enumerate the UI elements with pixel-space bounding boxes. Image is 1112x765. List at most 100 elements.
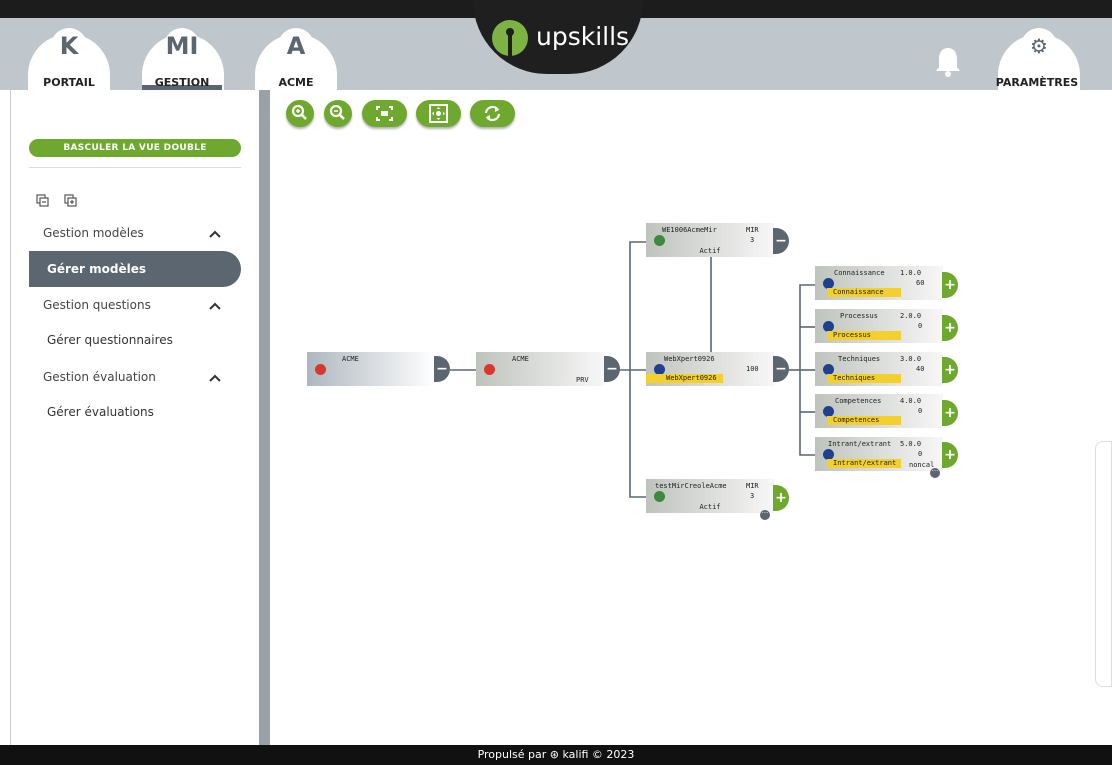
menu-item-gerer-modeles[interactable]: Gérer modèles [29, 251, 241, 287]
sidebar-splitter[interactable] [259, 90, 270, 745]
side-panel-handle[interactable] [1095, 441, 1112, 687]
node-num: 0 [918, 407, 923, 415]
tab-acme-letter: A [278, 28, 314, 64]
node-num: 60 [916, 279, 925, 287]
node-num: 100 [746, 365, 759, 373]
org-icon [484, 364, 495, 375]
node-version: 5.0.0 [900, 440, 922, 448]
node-title: Techniques [838, 355, 881, 363]
chevron-up-icon[interactable] [208, 301, 222, 311]
node-title: ACME [342, 355, 359, 363]
logo-text: upskills [536, 22, 630, 51]
category-icon [823, 278, 834, 289]
tab-settings-label: PARAMÈTRES [995, 76, 1079, 89]
tree-node-processus[interactable]: Processus 2.0.0 0 Processus [815, 309, 943, 343]
menu-group-gestion-questions[interactable]: Gestion questions [43, 298, 151, 312]
node-extra: noncal [909, 461, 935, 469]
node-code: MIR [746, 482, 759, 490]
node-version: 4.0.0 [900, 397, 922, 405]
node-title: Intrant/extrant [828, 440, 892, 448]
more-icon[interactable]: ··· [760, 510, 770, 520]
tree-node-techniques[interactable]: Techniques 3.0.0 40 Techniques [815, 352, 943, 386]
category-icon [823, 321, 834, 332]
expand-toggle[interactable]: + [773, 485, 789, 511]
fit-screen-button[interactable] [362, 100, 407, 127]
tab-gestion-label: GESTION [154, 76, 210, 89]
collapse-toggle[interactable]: − [604, 356, 620, 382]
node-tag: Connaissance [827, 288, 901, 297]
node-title: Processus [840, 312, 878, 320]
tree-node-webxpert[interactable]: WebXpert0926 100 WebXpert0926 [646, 352, 774, 386]
sidebar [11, 90, 259, 745]
tree-node-acme-root[interactable]: ACME [307, 352, 435, 386]
node-tag: WebXpert0926 [646, 374, 723, 383]
node-num: 3 [750, 236, 755, 244]
node-version: 2.0.0 [900, 312, 922, 320]
tab-acme-label: ACME [278, 76, 314, 89]
category-icon [823, 364, 834, 375]
node-title: WE1006AcmeMir [662, 226, 717, 234]
node-version: 3.0.0 [900, 355, 922, 363]
zoom-in-button[interactable] [286, 100, 314, 127]
tree-canvas[interactable] [270, 90, 1112, 745]
bell-icon[interactable] [934, 46, 962, 78]
tree-node-we1006[interactable]: WE1006AcmeMir MIR 3 Actif [646, 223, 774, 257]
collapse-toggle[interactable]: − [773, 228, 789, 254]
node-title: Connaissance [834, 269, 885, 277]
model-icon [654, 491, 665, 502]
category-icon [823, 449, 834, 460]
node-num: 40 [916, 365, 925, 373]
toggle-dual-view-button[interactable]: BASCULER LA VUE DOUBLE [29, 139, 241, 157]
center-icon [429, 104, 448, 123]
node-sub: PRV [576, 376, 589, 384]
tree-node-competences[interactable]: Competences 4.0.0 0 Competences [815, 394, 943, 428]
collapse-toggle[interactable]: − [773, 356, 789, 382]
logo-icon [492, 20, 528, 56]
tree-node-testmir[interactable]: testMirCreoleAcme MIR 3 Actif [646, 479, 774, 513]
node-title: Competences [835, 397, 882, 405]
menu-item-gerer-questionnaires[interactable]: Gérer questionnaires [47, 333, 173, 347]
zoom-out-button[interactable] [324, 100, 352, 127]
menu-item-gerer-evaluations[interactable]: Gérer évaluations [47, 405, 154, 419]
collapse-all-icon[interactable] [36, 194, 50, 208]
node-status: Actif [699, 247, 721, 255]
tree-node-acme-prv[interactable]: ACME PRV [476, 352, 604, 386]
node-title: WebXpert0926 [664, 355, 715, 363]
expand-toggle[interactable]: + [942, 400, 958, 426]
more-icon[interactable]: ··· [930, 468, 940, 478]
tree-node-intrant-extrant[interactable]: Intrant/extrant 5.0.0 0 Intrant/extrant … [815, 437, 943, 471]
refresh-button[interactable] [470, 100, 515, 127]
node-version: 1.0.0 [900, 269, 922, 277]
zoom-in-icon [291, 104, 307, 120]
node-tag: Techniques [827, 374, 901, 383]
menu-group-gestion-modeles[interactable]: Gestion modèles [43, 226, 144, 240]
left-edge [0, 90, 11, 745]
tab-gestion-letter: MI [164, 28, 200, 64]
chevron-up-icon[interactable] [208, 373, 222, 383]
menu-group-gestion-evaluation[interactable]: Gestion évaluation [43, 370, 156, 384]
tab-portail-letter: K [51, 28, 87, 64]
node-num: 0 [918, 322, 923, 330]
chevron-up-icon[interactable] [208, 229, 222, 239]
node-num: 0 [918, 450, 923, 458]
node-title: testMirCreoleAcme [655, 482, 727, 490]
node-tag: Competences [827, 416, 901, 425]
expand-toggle[interactable]: + [942, 272, 958, 298]
tab-portail-label: PORTAIL [43, 76, 95, 89]
node-tag: Intrant/extrant [827, 459, 901, 468]
model-icon [654, 364, 665, 375]
gear-icon: ⚙ [1021, 28, 1057, 64]
sidebar-divider [29, 167, 241, 168]
tree-node-connaissance[interactable]: Connaissance 1.0.0 60 Connaissance [815, 266, 943, 300]
expand-toggle[interactable]: + [942, 315, 958, 341]
collapse-toggle[interactable]: − [434, 356, 450, 382]
center-button[interactable] [416, 100, 461, 127]
focus-icon [376, 106, 393, 121]
node-code: MIR [746, 226, 759, 234]
expand-all-icon[interactable] [64, 194, 78, 208]
zoom-out-icon [329, 104, 345, 120]
expand-toggle[interactable]: + [942, 442, 958, 468]
expand-toggle[interactable]: + [942, 357, 958, 383]
refresh-icon [484, 105, 501, 122]
